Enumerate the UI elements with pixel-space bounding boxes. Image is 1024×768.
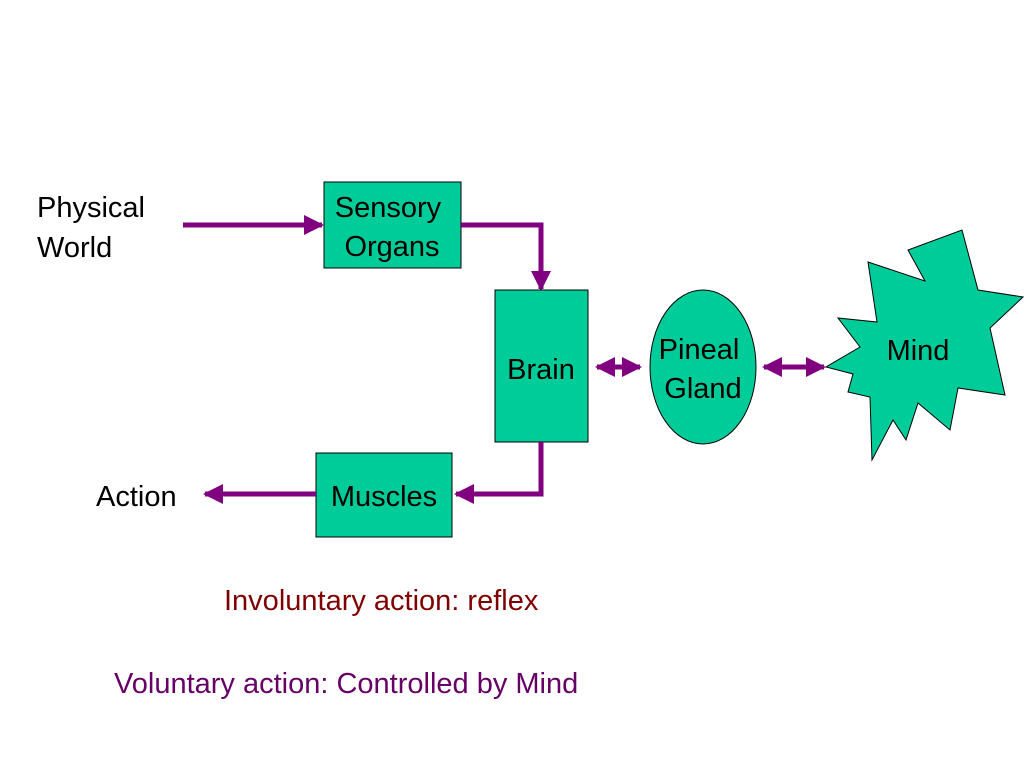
pineal-gland-ellipse xyxy=(649,289,757,445)
brain-box xyxy=(494,289,589,443)
sensory-organs-line-1: Sensory xyxy=(335,192,442,224)
sensory-organs-box xyxy=(323,181,462,269)
brain-node: Brain xyxy=(494,289,589,443)
pineal-gland-line-1: Pineal xyxy=(659,334,740,366)
caption-voluntary: Voluntary action: Controlled by Mind xyxy=(114,668,578,700)
arrow-brain-to-muscles xyxy=(454,442,544,504)
caption-involuntary: Involuntary action: reflex xyxy=(224,585,539,617)
physical-world-line-1: Physical xyxy=(37,192,145,224)
muscles-label: Muscles xyxy=(331,481,437,513)
pineal-gland-label: Pineal Gland xyxy=(659,334,748,405)
pineal-gland-line-2: Gland xyxy=(664,373,741,405)
muscles-box xyxy=(315,452,453,538)
action-label: Action xyxy=(96,481,177,513)
physical-world-label: Physical World xyxy=(37,192,153,264)
mind-node: Mind xyxy=(824,229,1024,462)
mind-label: Mind xyxy=(887,335,950,367)
mind-starburst xyxy=(824,229,1024,462)
arrow-sensory-organs-to-brain xyxy=(461,222,551,291)
sensory-organs-line-2: Organs xyxy=(344,231,439,263)
physical-world-line-2: World xyxy=(37,232,112,264)
brain-label: Brain xyxy=(507,354,575,386)
muscles-node: Muscles xyxy=(315,452,453,538)
sensory-organs-label: Sensory Organs xyxy=(335,192,449,263)
pineal-gland-node: Pineal Gland xyxy=(649,289,757,445)
sensory-organs-node: Sensory Organs xyxy=(323,181,462,269)
